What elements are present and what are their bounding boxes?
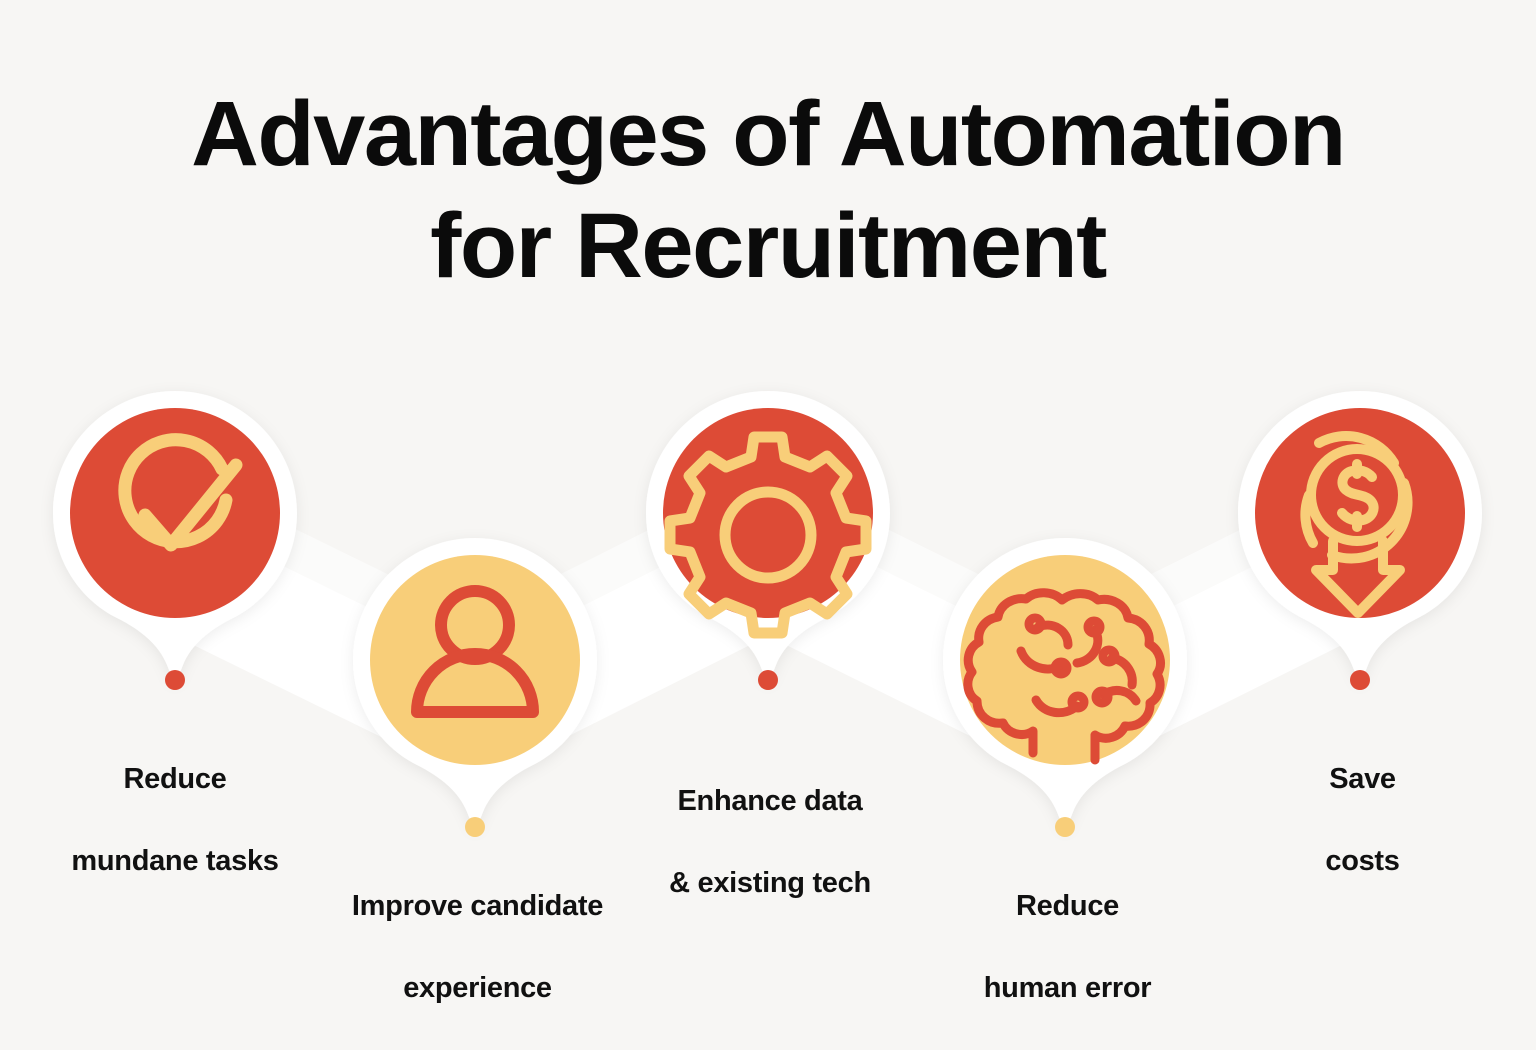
step-1-label-line-2: mundane tasks <box>71 845 279 877</box>
step-3-label-line-2: & existing tech <box>669 867 871 899</box>
step-2-label-line-1: Improve candidate <box>351 890 604 922</box>
step-4-label-line-2: human error <box>983 972 1152 1004</box>
brain-icon <box>963 588 1165 765</box>
step-4[interactable] <box>943 538 1187 837</box>
step-2-label-line-2: experience <box>403 972 552 1004</box>
infographic-canvas: Advantages of Automation for Recruitment <box>0 78 1536 1004</box>
step-dot <box>465 817 485 837</box>
step-3[interactable] <box>646 391 890 690</box>
gear-icon <box>664 431 872 639</box>
step-dot <box>1350 670 1370 690</box>
step-5[interactable] <box>1238 391 1482 690</box>
step-1-label-line-1: Reduce <box>123 763 227 795</box>
step-1[interactable] <box>53 391 297 690</box>
step-3-label: Enhance data & existing tech <box>635 740 905 945</box>
check-circle-icon <box>118 433 243 552</box>
step-5-label: Save costs <box>1245 718 1480 923</box>
step-5-label-line-1: Save <box>1329 763 1396 795</box>
steps-graphic <box>53 391 1482 837</box>
step-circle[interactable] <box>70 408 280 618</box>
step-1-label: Reduce mundane tasks <box>30 718 320 923</box>
person-icon <box>411 585 539 718</box>
step-4-label-line-1: Reduce <box>1016 890 1119 922</box>
title-line-1: Advantages of Automation <box>191 83 1346 185</box>
step-4-label: Reduce human error <box>945 845 1190 1050</box>
step-dot <box>758 670 778 690</box>
page-title: Advantages of Automation for Recruitment <box>0 78 1536 302</box>
money-down-arrow-icon <box>1300 431 1413 618</box>
step-dot <box>1055 817 1075 837</box>
step-2[interactable] <box>353 538 597 837</box>
step-3-label-line-1: Enhance data <box>677 785 863 817</box>
title-line-2: for Recruitment <box>430 195 1107 297</box>
step-5-label-line-2: costs <box>1325 845 1400 877</box>
step-dot <box>165 670 185 690</box>
step-2-label: Improve candidate experience <box>325 845 630 1050</box>
